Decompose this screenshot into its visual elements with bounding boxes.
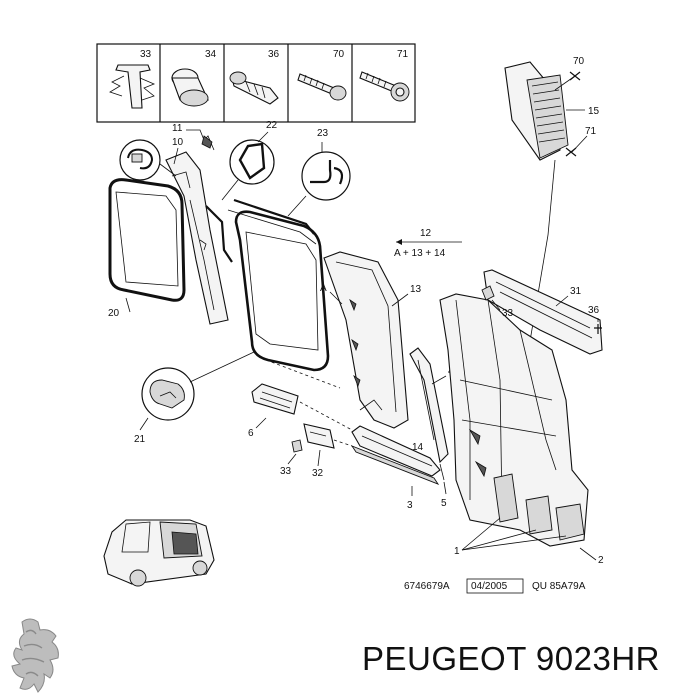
callout-71-top: 71 (397, 49, 409, 60)
fastener-strip: 33 34 36 70 71 (96, 43, 416, 123)
formula-12: 12 A + 13 + 14 (394, 228, 462, 259)
callout-2: 2 (598, 555, 604, 566)
sill-14: 14 (351, 425, 441, 477)
panel-6: 6 (248, 383, 299, 439)
callout-15: 15 (588, 106, 600, 117)
callout-1: 1 (454, 546, 460, 557)
callout-71-right: 71 (585, 126, 597, 137)
callout-22: 22 (266, 120, 278, 131)
doc-number: 6746679A (404, 581, 450, 592)
callout-12: 12 (420, 228, 432, 239)
seal-strips (205, 198, 317, 263)
callout-12-formula: A + 13 + 14 (394, 248, 446, 259)
callout-group-1-2: 1 2 (454, 517, 604, 566)
doc-date: 04/2005 (471, 581, 508, 592)
callout-33-mid: 33 (502, 308, 514, 319)
callout-21: 21 (134, 434, 146, 445)
doc-code: QU 85A79A (532, 581, 586, 592)
sill-3: 3 (350, 445, 440, 511)
callout-3: 3 (407, 500, 413, 511)
clip-33-icon (109, 64, 156, 109)
vent-grille: 70 15 71 (504, 56, 600, 401)
rivet-36-icon (229, 71, 279, 105)
plug-34-icon (171, 68, 209, 107)
screw-70-icon (297, 73, 347, 101)
detail-circle-10 (119, 139, 177, 181)
roof-rail-31: 31 33 36 (481, 269, 603, 355)
callout-6: 6 (248, 428, 254, 439)
callout-32: 32 (312, 468, 324, 479)
callout-23: 23 (317, 128, 329, 139)
callout-70-right: 70 (573, 56, 585, 67)
callout-11: 11 (172, 123, 183, 134)
callout-5: 5 (441, 498, 447, 509)
rear-body-side (439, 293, 589, 547)
callout-A: A (320, 283, 327, 294)
callout-70-top: 70 (333, 49, 345, 60)
detail-circle-23: 23 (287, 128, 351, 217)
callout-13: 13 (410, 284, 422, 295)
callout-33-top: 33 (140, 49, 152, 60)
vehicle-silhouette (103, 519, 215, 587)
detail-circle-22: 22 (221, 120, 278, 201)
brand-part-number: PEUGEOT 9023HR (362, 640, 661, 677)
callout-36-mid: 36 (588, 305, 600, 316)
reference-line: 6746679A 04/2005 QU 85A79A (404, 578, 586, 594)
callout-20: 20 (108, 308, 120, 319)
callout-36-top: 36 (268, 49, 280, 60)
front-pillar-10: 10 11 (165, 123, 229, 325)
door-seal-21: 21 (134, 210, 330, 445)
callout-34: 34 (205, 49, 217, 60)
callout-10: 10 (172, 137, 184, 148)
callout-14: 14 (412, 442, 424, 453)
callout-33-bot: 33 (280, 466, 292, 477)
callout-31: 31 (570, 286, 582, 297)
door-seal-20: 20 (108, 178, 186, 319)
strip-4: 4 5 (409, 347, 454, 509)
guide-lines (265, 359, 353, 447)
peugeot-lion-logo (11, 618, 59, 693)
middle-pillar-13: A 13 (320, 251, 422, 429)
parts-diagram: 33 34 36 70 71 70 15 71 20 10 11 (96, 43, 604, 594)
bracket-32: 32 33 (280, 423, 335, 479)
screw-71-icon (359, 71, 410, 102)
